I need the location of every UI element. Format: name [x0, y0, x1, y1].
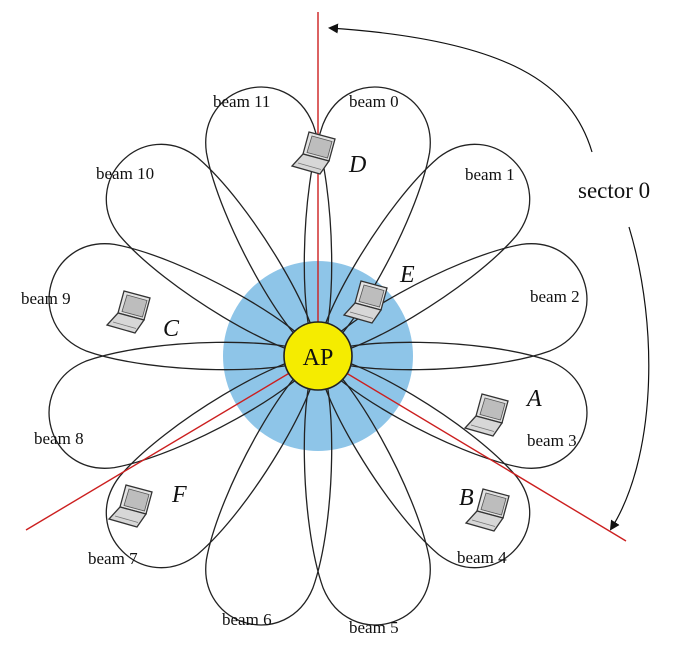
- beam-lobe-10: [105, 143, 319, 357]
- station-b: B: [459, 485, 510, 532]
- station-label-e: E: [399, 262, 415, 288]
- sector-boundary-left: [25, 355, 319, 531]
- beam-label-2: beam 2: [530, 287, 580, 306]
- station-label-c: C: [163, 316, 180, 342]
- beam-label-7: beam 7: [88, 549, 138, 568]
- station-e: E: [343, 262, 415, 324]
- sector-boundary-right: [317, 355, 627, 542]
- station-label-b: B: [459, 485, 474, 511]
- beam-lobe-11: [205, 86, 333, 357]
- beam-label-11: beam 11: [213, 92, 270, 111]
- laptop-icon: [464, 393, 509, 437]
- station-c: C: [106, 290, 180, 342]
- beam-label-8: beam 8: [34, 429, 84, 448]
- laptop-icon: [291, 131, 336, 175]
- station-f: F: [108, 482, 187, 528]
- beam-label-9: beam 9: [21, 289, 71, 308]
- beam-label-6: beam 6: [222, 610, 272, 629]
- beam-lobe-6: [205, 355, 333, 626]
- station-label-a: A: [525, 386, 542, 412]
- sector-label: sector 0: [578, 178, 650, 203]
- sector-boundaries: [25, 12, 627, 542]
- beam-lobe-8: [48, 341, 319, 469]
- station-label-f: F: [171, 482, 187, 508]
- ap-label: AP: [303, 345, 334, 371]
- station-label-d: D: [348, 152, 366, 178]
- beam-lobe-2: [317, 243, 588, 371]
- sector-arrow-bottom: [609, 226, 650, 531]
- beam-label-4: beam 4: [457, 548, 507, 567]
- laptop-icon: [106, 290, 151, 334]
- beam-label-1: beam 1: [465, 165, 515, 184]
- ap-node: [283, 321, 353, 391]
- beam-label-5: beam 5: [349, 618, 399, 637]
- beam-lobe-1: [317, 143, 531, 357]
- beam-label-3: beam 3: [527, 431, 577, 450]
- beam-lobe-7: [105, 355, 319, 569]
- sector-arrow-top: [328, 23, 593, 153]
- beam-lobe-5: [303, 355, 431, 626]
- station-d: D: [291, 131, 366, 178]
- beam-label-0: beam 0: [349, 92, 399, 111]
- beam-lobe-3: [317, 341, 588, 469]
- station-a: A: [464, 386, 542, 437]
- laptop-icon: [108, 484, 153, 528]
- beam-label-10: beam 10: [96, 164, 154, 183]
- beam-lobe-4: [317, 355, 531, 569]
